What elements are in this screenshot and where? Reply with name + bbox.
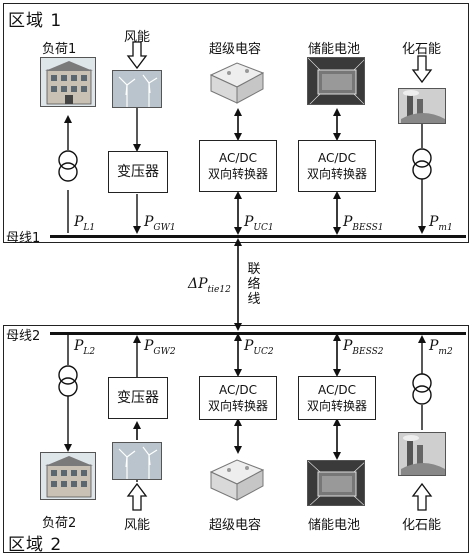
fossil-1-transformer-icon [412,148,432,168]
power-label-m2: Pm2 [429,338,453,357]
bess-2-image [307,460,365,506]
acdc-bess-1-line2: 双向转换器 [306,167,367,181]
power-label-tie12: ΔPtie12 [188,276,231,295]
supercap-2-image [207,454,267,502]
wind-2-label: 风能 [124,518,151,533]
power-label-UC2: PUC2 [244,338,274,357]
transformer-1-box: 变压器 [108,151,168,193]
acdc-uc-2-line2: 双向转换器 [207,399,268,413]
acdc-converter-bess-2-box: AC/DC 双向转换器 [298,376,376,420]
fossil-1-input-arrow-icon [411,55,433,84]
region-1-frame [3,3,469,243]
acdc-bess-2-line1: AC/DC [317,383,357,397]
wind-1-input-arrow-icon [126,41,148,70]
acdc-uc-2-line1: AC/DC [218,383,258,397]
bess-2-label: 储能电池 [308,518,361,533]
wind-1-label: 风能 [124,30,151,45]
tie-line-label: 联络线 [247,262,261,307]
fossil-2-label: 化石能 [402,518,442,533]
power-label-m1: Pm1 [429,214,453,233]
acdc-uc-1-line1: AC/DC [218,151,258,165]
load-1-building-image [40,57,96,107]
bus-1-line [50,235,466,238]
power-label-GW1: PGW1 [144,214,176,233]
acdc-converter-uc-1-box: AC/DC 双向转换器 [199,140,277,192]
region-2-frame [3,325,469,553]
fossil-1-label: 化石能 [402,42,442,57]
power-label-L1: PL1 [74,214,96,233]
acdc-bess-2-line2: 双向转换器 [306,399,367,413]
load-2-label: 负荷2 [42,516,77,531]
supercap-1-label: 超级电容 [209,42,262,57]
supercap-2-label: 超级电容 [209,518,262,533]
transformer-1-label: 变压器 [117,164,159,180]
power-label-BESS2: PBESS2 [343,338,384,357]
bess-1-label: 储能电池 [308,42,361,57]
acdc-converter-uc-2-box: AC/DC 双向转换器 [199,376,277,420]
power-label-UC1: PUC1 [244,214,274,233]
bus-2-label: 母线2 [6,329,41,344]
region-2-label: 区域 2 [8,535,63,555]
fossil-1-image [398,88,446,124]
power-label-L2: PL2 [74,338,96,357]
power-label-GW2: PGW2 [144,338,176,357]
wind-2-turbine-image [112,442,162,480]
bus-1-label: 母线1 [6,231,41,246]
fossil-2-input-arrow-icon [411,482,433,511]
supercap-1-image [207,57,267,105]
region-1-label: 区域 1 [8,11,63,31]
load-2-building-image [40,452,96,500]
bess-1-image [307,57,365,105]
fossil-2-transformer-icon [412,385,432,405]
load-1-label: 负荷1 [42,42,77,57]
load-1-transformer-icon [58,150,78,170]
fossil-2-image [398,432,446,476]
transformer-2-box: 变压器 [108,377,168,419]
acdc-uc-1-line2: 双向转换器 [207,167,268,181]
bus-2-line [50,332,466,335]
load-2-transformer-icon [58,365,78,385]
acdc-converter-bess-1-box: AC/DC 双向转换器 [298,140,376,192]
wind-2-input-arrow-icon [126,482,148,511]
transformer-2-label: 变压器 [117,390,159,406]
wind-1-turbine-image [112,70,162,108]
power-label-BESS1: PBESS1 [343,214,384,233]
acdc-bess-1-line1: AC/DC [317,151,357,165]
